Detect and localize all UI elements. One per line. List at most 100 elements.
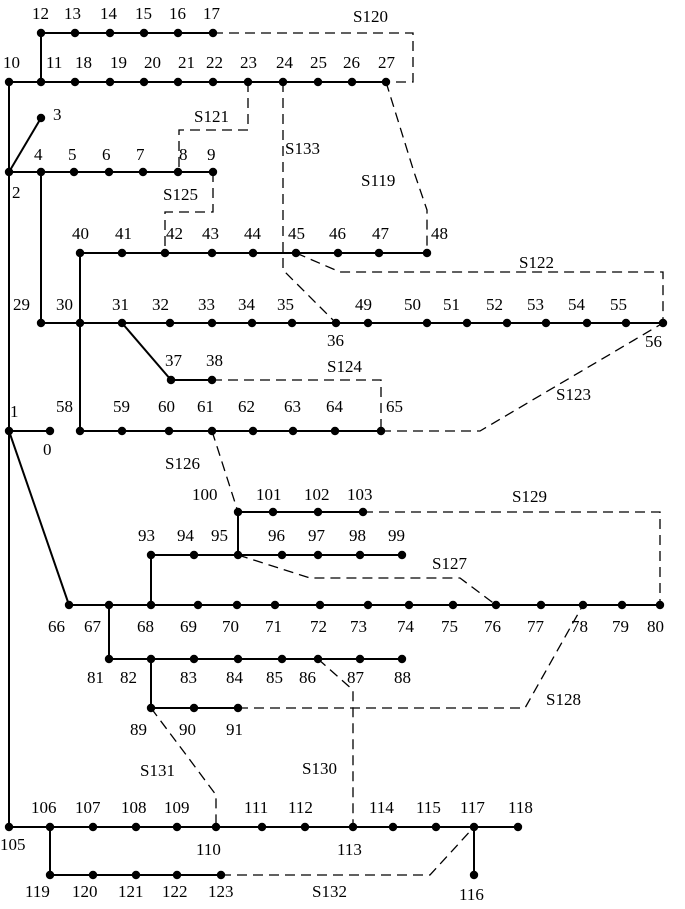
bus-label-6: 6 bbox=[102, 145, 111, 164]
bus-node-33 bbox=[207, 318, 217, 328]
bus-label-101: 101 bbox=[256, 485, 282, 504]
switch-label-s129: S129 bbox=[512, 487, 547, 506]
bus-label-89: 89 bbox=[130, 720, 147, 739]
bus-node-15 bbox=[139, 28, 149, 38]
bus-label-33: 33 bbox=[198, 295, 215, 314]
bus-label-2: 2 bbox=[12, 183, 21, 202]
bus-node-27 bbox=[381, 77, 391, 87]
bus-node-51 bbox=[462, 318, 472, 328]
bus-node-73 bbox=[363, 600, 373, 610]
bus-label-66: 66 bbox=[48, 617, 65, 636]
bus-node-102 bbox=[313, 507, 323, 517]
bus-node-36 bbox=[331, 318, 341, 328]
bus-label-99: 99 bbox=[388, 526, 405, 545]
switch-label-s120: S120 bbox=[353, 7, 388, 26]
bus-label-56: 56 bbox=[645, 332, 662, 351]
switch-label-s123: S123 bbox=[556, 385, 591, 404]
bus-node-96 bbox=[277, 550, 287, 560]
bus-node-67 bbox=[104, 600, 114, 610]
bus-node-71 bbox=[270, 600, 280, 610]
bus-node-77 bbox=[536, 600, 546, 610]
bus-label-10: 10 bbox=[3, 53, 20, 72]
bus-node-89 bbox=[146, 703, 156, 713]
bus-node-56 bbox=[658, 318, 668, 328]
bus-label-114: 114 bbox=[369, 798, 394, 817]
bus-label-117: 117 bbox=[460, 798, 485, 817]
bus-label-94: 94 bbox=[177, 526, 195, 545]
bus-node-38 bbox=[207, 375, 217, 385]
bus-node-43 bbox=[207, 248, 217, 258]
bus-label-40: 40 bbox=[72, 224, 89, 243]
bus-node-78 bbox=[578, 600, 588, 610]
bus-label-119: 119 bbox=[25, 882, 50, 901]
bus-label-46: 46 bbox=[329, 224, 346, 243]
bus-node-74 bbox=[404, 600, 414, 610]
bus-node-98 bbox=[355, 550, 365, 560]
bus-label-105: 105 bbox=[0, 835, 26, 854]
bus-label-14: 14 bbox=[100, 4, 118, 23]
bus-node-109 bbox=[172, 822, 182, 832]
bus-node-11 bbox=[36, 77, 46, 87]
bus-label-90: 90 bbox=[179, 720, 196, 739]
bus-node-30 bbox=[75, 318, 85, 328]
bus-label-36: 36 bbox=[327, 331, 344, 350]
switch-label-s125: S125 bbox=[163, 185, 198, 204]
bus-label-32: 32 bbox=[152, 295, 169, 314]
bus-node-10 bbox=[4, 77, 14, 87]
switch-label-s128: S128 bbox=[546, 690, 581, 709]
line-1-66 bbox=[8, 430, 70, 606]
bus-node-58 bbox=[75, 426, 85, 436]
bus-node-6 bbox=[104, 167, 114, 177]
bus-node-121 bbox=[131, 870, 141, 880]
bus-node-3 bbox=[36, 113, 46, 123]
tie-line-s133 bbox=[282, 82, 337, 324]
tie-line-s122 bbox=[295, 252, 664, 323]
bus-node-70 bbox=[232, 600, 242, 610]
bus-label-113: 113 bbox=[337, 840, 362, 859]
bus-label-100: 100 bbox=[192, 485, 218, 504]
bus-label-59: 59 bbox=[113, 397, 130, 416]
bus-label-3: 3 bbox=[53, 105, 62, 124]
bus-node-7 bbox=[138, 167, 148, 177]
tie-line-s127 bbox=[237, 554, 497, 606]
bus-node-37 bbox=[166, 375, 176, 385]
bus-node-50 bbox=[422, 318, 432, 328]
switch-label-s126: S126 bbox=[165, 454, 200, 473]
bus-node-113 bbox=[348, 822, 358, 832]
bus-node-112 bbox=[300, 822, 310, 832]
bus-node-83 bbox=[189, 654, 199, 664]
bus-label-55: 55 bbox=[610, 295, 627, 314]
tie-line-s123 bbox=[381, 322, 664, 432]
switch-label-s131: S131 bbox=[140, 761, 175, 780]
bus-node-76 bbox=[491, 600, 501, 610]
bus-label-70: 70 bbox=[222, 617, 239, 636]
bus-label-27: 27 bbox=[378, 53, 396, 72]
bus-node-66 bbox=[64, 600, 74, 610]
bus-label-63: 63 bbox=[284, 397, 301, 416]
bus-label-43: 43 bbox=[202, 224, 219, 243]
tie-line-s125 bbox=[164, 172, 214, 253]
bus-label-41: 41 bbox=[115, 224, 132, 243]
bus-node-114 bbox=[388, 822, 398, 832]
bus-label-102: 102 bbox=[304, 485, 330, 504]
bus-node-26 bbox=[347, 77, 357, 87]
bus-label-72: 72 bbox=[310, 617, 327, 636]
bus-label-112: 112 bbox=[288, 798, 313, 817]
bus-label-83: 83 bbox=[180, 668, 197, 687]
tie-line-s132 bbox=[221, 826, 475, 876]
bus-node-91 bbox=[233, 703, 243, 713]
bus-label-9: 9 bbox=[207, 145, 216, 164]
bus-label-5: 5 bbox=[68, 145, 77, 164]
bus-node-111 bbox=[257, 822, 267, 832]
bus-node-16 bbox=[173, 28, 183, 38]
bus-label-21: 21 bbox=[178, 53, 195, 72]
bus-node-13 bbox=[70, 28, 80, 38]
bus-node-79 bbox=[617, 600, 627, 610]
bus-node-110 bbox=[211, 822, 221, 832]
switch-label-s127: S127 bbox=[432, 554, 467, 573]
bus-node-122 bbox=[172, 870, 182, 880]
bus-label-44: 44 bbox=[244, 224, 262, 243]
bus-label-30: 30 bbox=[56, 295, 73, 314]
bus-label-95: 95 bbox=[211, 526, 228, 545]
